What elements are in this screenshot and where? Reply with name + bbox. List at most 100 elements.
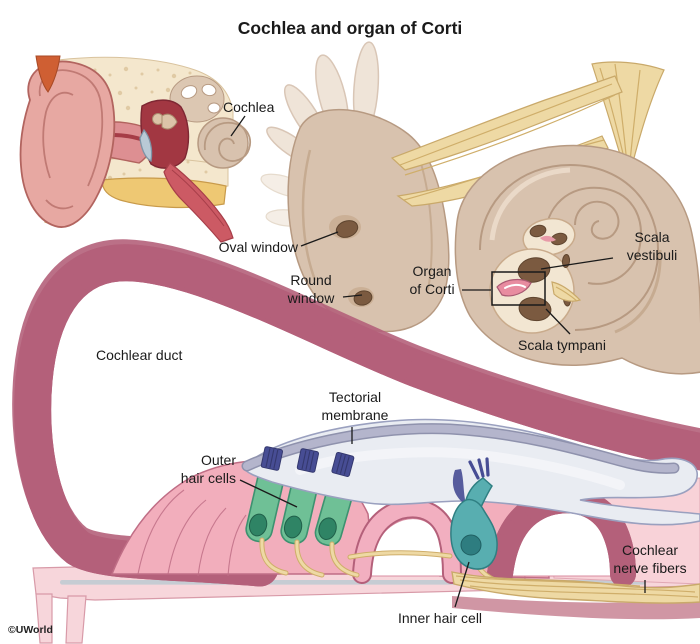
eustachian-tube xyxy=(163,162,234,243)
label-text: Cochlear duct xyxy=(96,347,183,363)
cell-border-tick xyxy=(268,290,284,324)
spiral-shadow xyxy=(614,249,662,334)
semicircular-canal-loop xyxy=(207,102,221,114)
label-cochlear-duct: Cochlear duct xyxy=(96,346,182,364)
label-text: hair cells xyxy=(180,470,236,486)
cell-border-tick xyxy=(87,251,102,285)
label-text: of Corti xyxy=(409,281,455,297)
inner-hair-cell-body xyxy=(450,498,498,570)
bone-speckle xyxy=(186,160,190,164)
cell-border-tick xyxy=(29,490,63,504)
cell-border-tick xyxy=(112,245,118,281)
cell-border-tick xyxy=(498,532,521,544)
ossicle-incus-stapes xyxy=(161,113,178,130)
label-text: vestibuli xyxy=(626,247,678,263)
ear-antihelix-ridge xyxy=(42,91,74,179)
outer-hair-cell xyxy=(245,465,285,543)
label-tectorial-membrane: Tectorial membrane xyxy=(305,388,405,424)
label-text: window xyxy=(287,290,335,306)
organ-of-corti-highlight xyxy=(504,283,526,289)
cochlear-nerve-twig xyxy=(551,281,582,302)
cell-border-tick xyxy=(47,282,77,305)
cell-border-tick xyxy=(249,282,264,316)
tectorial-membrane-edge-fill xyxy=(243,424,678,473)
cell-border-tick xyxy=(507,517,527,533)
label-text: Organ xyxy=(412,263,452,279)
stereocilia xyxy=(260,446,284,471)
cell-border-tick xyxy=(210,266,224,300)
cell-border-tick xyxy=(191,259,204,294)
cell-border-tick xyxy=(625,418,636,454)
organ-of-corti-illustration xyxy=(15,245,700,644)
copyright-credit: ©UWorld xyxy=(8,624,53,636)
cochlea-small-spiral xyxy=(204,121,251,162)
leader-lines xyxy=(230,115,646,608)
vestibule-shading xyxy=(419,159,433,291)
scala-tympani-chamber xyxy=(518,296,552,322)
cell-border-tick xyxy=(463,371,476,405)
label-cochlear-nerve-fibers: Cochlear nerve fibers xyxy=(598,541,700,577)
muscle-strip xyxy=(35,55,61,93)
label-scala-tympani: Scala tympani xyxy=(518,336,606,354)
label-text: Round xyxy=(290,272,332,288)
bone-speckle xyxy=(204,170,208,174)
cochlea-leader-line xyxy=(230,115,246,137)
label-outer-hair-cells: Outer hair cells xyxy=(148,451,236,487)
inner-hair-cell-leader-line xyxy=(454,561,470,608)
cell-border-tick xyxy=(20,347,56,356)
cell-border-tick xyxy=(604,413,615,448)
cell-border-tick xyxy=(489,564,513,570)
cell-border-tick xyxy=(383,341,399,375)
nerve-strand xyxy=(555,286,578,302)
label-cochlea: Cochlea xyxy=(223,98,274,116)
nerve-strand xyxy=(399,83,613,166)
cell-border-tick xyxy=(230,274,244,308)
cell-border-tick xyxy=(17,369,53,375)
label-text: Cochlear xyxy=(621,542,679,558)
bone-speckle xyxy=(108,73,112,77)
cell-border-tick xyxy=(65,264,88,293)
cell-stripe xyxy=(137,489,185,575)
oval-window-leader-line xyxy=(300,231,339,247)
cross-section-slit xyxy=(561,254,571,268)
stereocilia-lines xyxy=(265,448,279,469)
cell-border-tick xyxy=(287,299,303,332)
cell-border-tick xyxy=(26,325,61,338)
membrane-hanging-wisp xyxy=(452,469,466,505)
cell-border-tick xyxy=(95,538,104,573)
cell-border-tick xyxy=(37,508,70,525)
cell-border-tick xyxy=(325,316,342,349)
bone-speckle xyxy=(134,86,138,90)
label-text: nerve fibers xyxy=(613,560,687,576)
round-window xyxy=(353,290,373,306)
inner-hair-cell-stereocilia xyxy=(468,460,480,480)
lower-membrane-band xyxy=(452,596,700,620)
upper-turn-chamber xyxy=(529,224,547,238)
semicircular-canal-loop xyxy=(180,85,198,99)
label-round-window: Round window xyxy=(280,271,342,307)
nerve-strand xyxy=(404,94,616,176)
label-text: Tectorial xyxy=(328,389,382,405)
bone-speckle xyxy=(171,73,177,79)
label-scala-vestibuli: Scala vestibuli xyxy=(608,228,696,264)
cell-border-tick xyxy=(172,253,183,288)
semicircular-canal-loop xyxy=(201,83,217,97)
bundle-strand xyxy=(459,579,696,593)
cell-border-tick xyxy=(519,504,536,524)
eustachian-tube-line xyxy=(171,169,225,227)
cell-border-tick xyxy=(687,432,696,468)
vestibule-shading xyxy=(301,149,317,281)
cell-border-tick xyxy=(503,384,516,419)
floor-leg xyxy=(35,593,53,644)
organ-of-corti-highlight-box xyxy=(491,271,546,306)
inner-hair-cell-nucleus xyxy=(460,534,482,556)
floor-leg xyxy=(65,595,87,644)
cell-stripe xyxy=(197,507,227,577)
label-text: membrane xyxy=(321,407,389,423)
cell-border-tick xyxy=(70,533,89,565)
bone-speckle xyxy=(156,68,160,72)
bone-speckle xyxy=(140,72,144,76)
label-text: Oval window xyxy=(218,239,298,255)
cell-border-tick xyxy=(610,560,634,564)
